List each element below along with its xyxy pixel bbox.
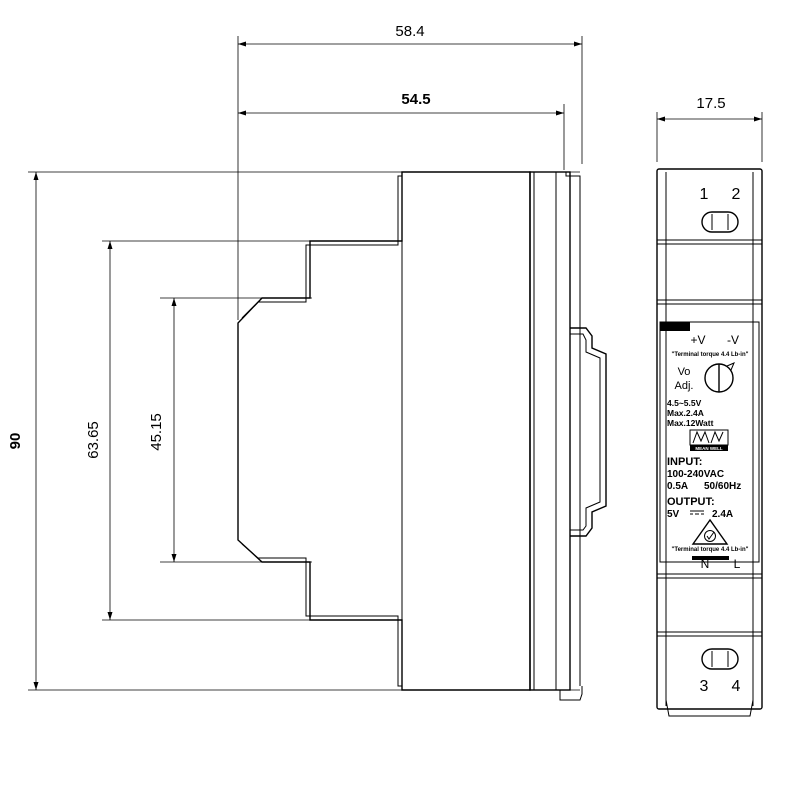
dim-label-63-65: 63.65	[85, 421, 102, 459]
line-label: L	[734, 557, 741, 571]
dim-label-45-15: 45.15	[148, 413, 165, 451]
input-frequency: 50/60Hz	[704, 481, 741, 492]
dimension-overall-depth: 58.4	[237, 23, 583, 320]
terminal-screw-top	[701, 211, 739, 233]
terminal-label-4: 4	[732, 678, 741, 695]
label-area	[659, 321, 760, 563]
minus-v-label: -V	[727, 333, 739, 347]
terminal-screw-bottom	[701, 648, 739, 670]
input-voltage: 100-240VAC	[667, 469, 724, 480]
terminal-label-1: 1	[700, 186, 709, 203]
front-view-outline	[656, 168, 763, 710]
side-view-body	[237, 171, 531, 691]
output-current: 2.4A	[712, 509, 733, 520]
max-watt-label: Max.12Watt	[667, 418, 714, 428]
front-view-latch	[665, 699, 754, 717]
side-view-latch	[559, 686, 583, 701]
plus-v-label: +V	[690, 333, 705, 347]
terminal-label-2: 2	[732, 186, 741, 203]
dimension-step-2: 45.15	[148, 297, 312, 563]
torque-label-top: "Terminal torque 4.4 Lb-in"	[672, 352, 749, 358]
terminal-label-3: 3	[700, 678, 709, 695]
side-view	[237, 171, 607, 701]
front-view: 1 2 +V -V "Terminal torque 4.4 Lb-in" Vo…	[656, 168, 763, 717]
din-rail-clip	[570, 327, 607, 537]
input-current: 0.5A	[667, 481, 688, 492]
dim-label-54-5: 54.5	[401, 91, 430, 108]
output-voltage: 5V	[667, 509, 680, 520]
output-title: OUTPUT:	[667, 496, 715, 508]
vo-label: Vo	[678, 366, 691, 378]
voltage-range-label: 4.5~5.5V	[667, 398, 702, 408]
side-view-front-section	[529, 171, 571, 691]
dim-label-17-5: 17.5	[696, 95, 725, 112]
dimension-step-1: 63.65	[85, 240, 310, 621]
dimension-height: 90	[7, 171, 580, 691]
dimension-body-depth: 54.5	[238, 91, 565, 170]
torque-label-bottom: "Terminal torque 4.4 Lb-in"	[672, 547, 749, 553]
certification-mark-icon	[691, 518, 729, 545]
dimension-width: 17.5	[656, 95, 763, 162]
adj-label: Adj.	[675, 380, 694, 392]
logo-text: MEAN WELL	[695, 446, 722, 451]
dim-label-58-4: 58.4	[395, 23, 424, 40]
max-current-label: Max.2.4A	[667, 408, 704, 418]
dc-symbol-icon	[690, 510, 704, 515]
dim-label-90: 90	[7, 433, 24, 450]
neutral-label: N	[701, 557, 710, 571]
mean-well-logo: MEAN WELL	[689, 429, 729, 451]
input-title: INPUT:	[667, 456, 702, 468]
